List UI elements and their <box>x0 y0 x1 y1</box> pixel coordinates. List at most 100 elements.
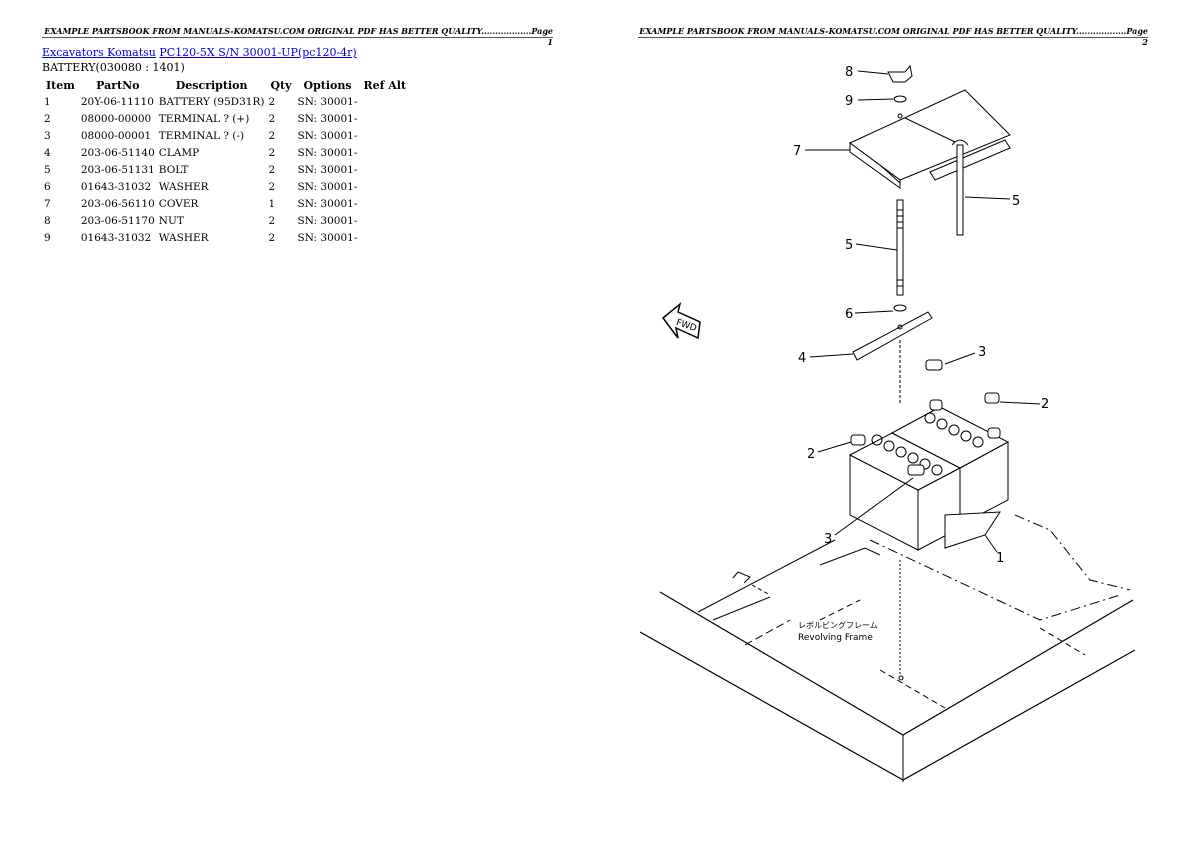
cell-ref-alt <box>360 195 411 212</box>
cell-partno: 08000-00001 <box>80 129 152 142</box>
column-header-qty: Qty <box>270 78 292 92</box>
cell-options: SN: 30001- <box>297 146 358 159</box>
callout-2-right: 2 <box>1041 397 1049 412</box>
cell-options: SN: 30001- <box>297 163 358 176</box>
bolt <box>896 199 904 296</box>
cell-partno: 01643-31032 <box>80 231 152 244</box>
cell-description: WASHER <box>158 231 209 244</box>
cell-options: SN: 30001- <box>297 197 358 210</box>
callout-labels: 8 9 7 5 5 6 4 3 2 2 3 1 <box>793 65 1049 566</box>
washer <box>893 304 907 312</box>
clamp <box>852 311 933 405</box>
cell-partno: 20Y-06-11110 <box>80 95 154 108</box>
cell-partno: 203-06-51170 <box>80 214 155 227</box>
bolt-right <box>951 139 969 236</box>
cell-description: WASHER <box>158 180 209 193</box>
cell-description: COVER <box>158 197 199 210</box>
breadcrumb: Excavators Komatsu PC120-5X S/N 30001-UP… <box>42 46 357 59</box>
terminal-minus <box>907 359 943 476</box>
table-row: 6 01643-31032 WASHER 2 SN: 30001- <box>42 178 410 195</box>
washer-top <box>893 95 907 103</box>
cell-options: SN: 30001- <box>297 214 358 227</box>
parts-table: Item PartNo Description Qty Options Ref … <box>42 77 410 246</box>
cell-item: 6 <box>44 180 51 193</box>
frame-label-en: Revolving Frame <box>798 633 873 643</box>
cell-options: SN: 30001- <box>297 180 358 193</box>
callout-3-top: 3 <box>978 345 986 360</box>
cell-qty: 2 <box>268 112 276 125</box>
cell-ref-alt <box>360 127 411 144</box>
cover <box>849 89 1011 189</box>
column-header-description: Description <box>175 78 248 92</box>
cell-description: TERMINAL ? (+) <box>158 112 250 125</box>
column-header-ref-alt: Ref Alt <box>363 78 407 92</box>
cell-ref-alt <box>360 161 411 178</box>
cell-qty: 2 <box>268 180 276 193</box>
cell-item: 8 <box>44 214 51 227</box>
breadcrumb-link-category[interactable]: Excavators Komatsu <box>42 46 156 59</box>
cell-options: SN: 30001- <box>297 95 358 108</box>
frame-label-jp: レボルビングフレーム <box>798 620 878 630</box>
column-header-partno: PartNo <box>96 78 140 92</box>
cell-qty: 2 <box>268 214 276 227</box>
cell-qty: 2 <box>268 95 276 108</box>
cell-ref-alt <box>360 229 411 246</box>
callout-8: 8 <box>845 65 853 80</box>
callout-9: 9 <box>845 94 853 109</box>
revolving-frame <box>639 514 1136 782</box>
nut <box>887 64 913 83</box>
cell-partno: 203-06-51131 <box>80 163 155 176</box>
cell-qty: 1 <box>268 197 276 210</box>
cell-item: 1 <box>44 95 51 108</box>
cell-ref-alt <box>360 144 411 161</box>
callout-4: 4 <box>798 351 806 366</box>
terminal-plus <box>850 392 1001 446</box>
cell-options: SN: 30001- <box>297 231 358 244</box>
table-row: 9 01643-31032 WASHER 2 SN: 30001- <box>42 229 410 246</box>
cell-options: SN: 30001- <box>297 112 358 125</box>
callout-1: 1 <box>996 551 1004 566</box>
cell-description: BATTERY (95D31R) <box>158 95 265 108</box>
callout-3-bottom: 3 <box>824 532 832 547</box>
table-row: 2 08000-00000 TERMINAL ? (+) 2 SN: 30001- <box>42 110 410 127</box>
battery <box>848 406 1010 551</box>
cell-ref-alt <box>360 178 411 195</box>
cell-item: 4 <box>44 146 51 159</box>
callout-5-right: 5 <box>1012 194 1020 209</box>
table-header-row: Item PartNo Description Qty Options Ref … <box>42 77 410 93</box>
cell-qty: 2 <box>268 231 276 244</box>
cell-partno: 203-06-51140 <box>80 146 155 159</box>
callout-7: 7 <box>793 144 801 159</box>
cell-options: SN: 30001- <box>297 129 358 142</box>
fwd-arrow-icon: FWD <box>661 301 701 340</box>
cell-partno: 203-06-56110 <box>80 197 155 210</box>
cell-item: 9 <box>44 231 51 244</box>
cell-item: 3 <box>44 129 51 142</box>
cell-ref-alt <box>360 110 411 127</box>
column-header-options: Options <box>303 78 352 92</box>
page-header-right: EXAMPLE PARTSBOOK FROM MANUALS-KOMATSU.C… <box>638 26 1148 47</box>
cell-qty: 2 <box>268 146 276 159</box>
cell-ref-alt <box>360 212 411 229</box>
section-title: BATTERY(030080 : 1401) <box>42 61 185 74</box>
cell-partno: 08000-00000 <box>80 112 152 125</box>
page-header-left: EXAMPLE PARTSBOOK FROM MANUALS-KOMATSU.C… <box>42 26 553 47</box>
cell-partno: 01643-31032 <box>80 180 152 193</box>
callout-6: 6 <box>845 307 853 322</box>
table-row: 1 20Y-06-11110 BATTERY (95D31R)2 SN: 30001- <box>42 93 410 110</box>
leader-lines <box>805 70 1041 553</box>
cell-ref-alt <box>360 93 411 110</box>
cell-qty: 2 <box>268 163 276 176</box>
callout-5-center: 5 <box>845 238 853 253</box>
breadcrumb-link-model[interactable]: PC120-5X S/N 30001-UP(pc120-4r) <box>159 46 357 59</box>
cell-description: NUT <box>158 214 184 227</box>
cell-item: 2 <box>44 112 51 125</box>
cell-qty: 2 <box>268 129 276 142</box>
battery-exploded-diagram: レボルビングフレーム Revolving Frame <box>639 64 1136 782</box>
callout-2-left: 2 <box>807 447 815 462</box>
